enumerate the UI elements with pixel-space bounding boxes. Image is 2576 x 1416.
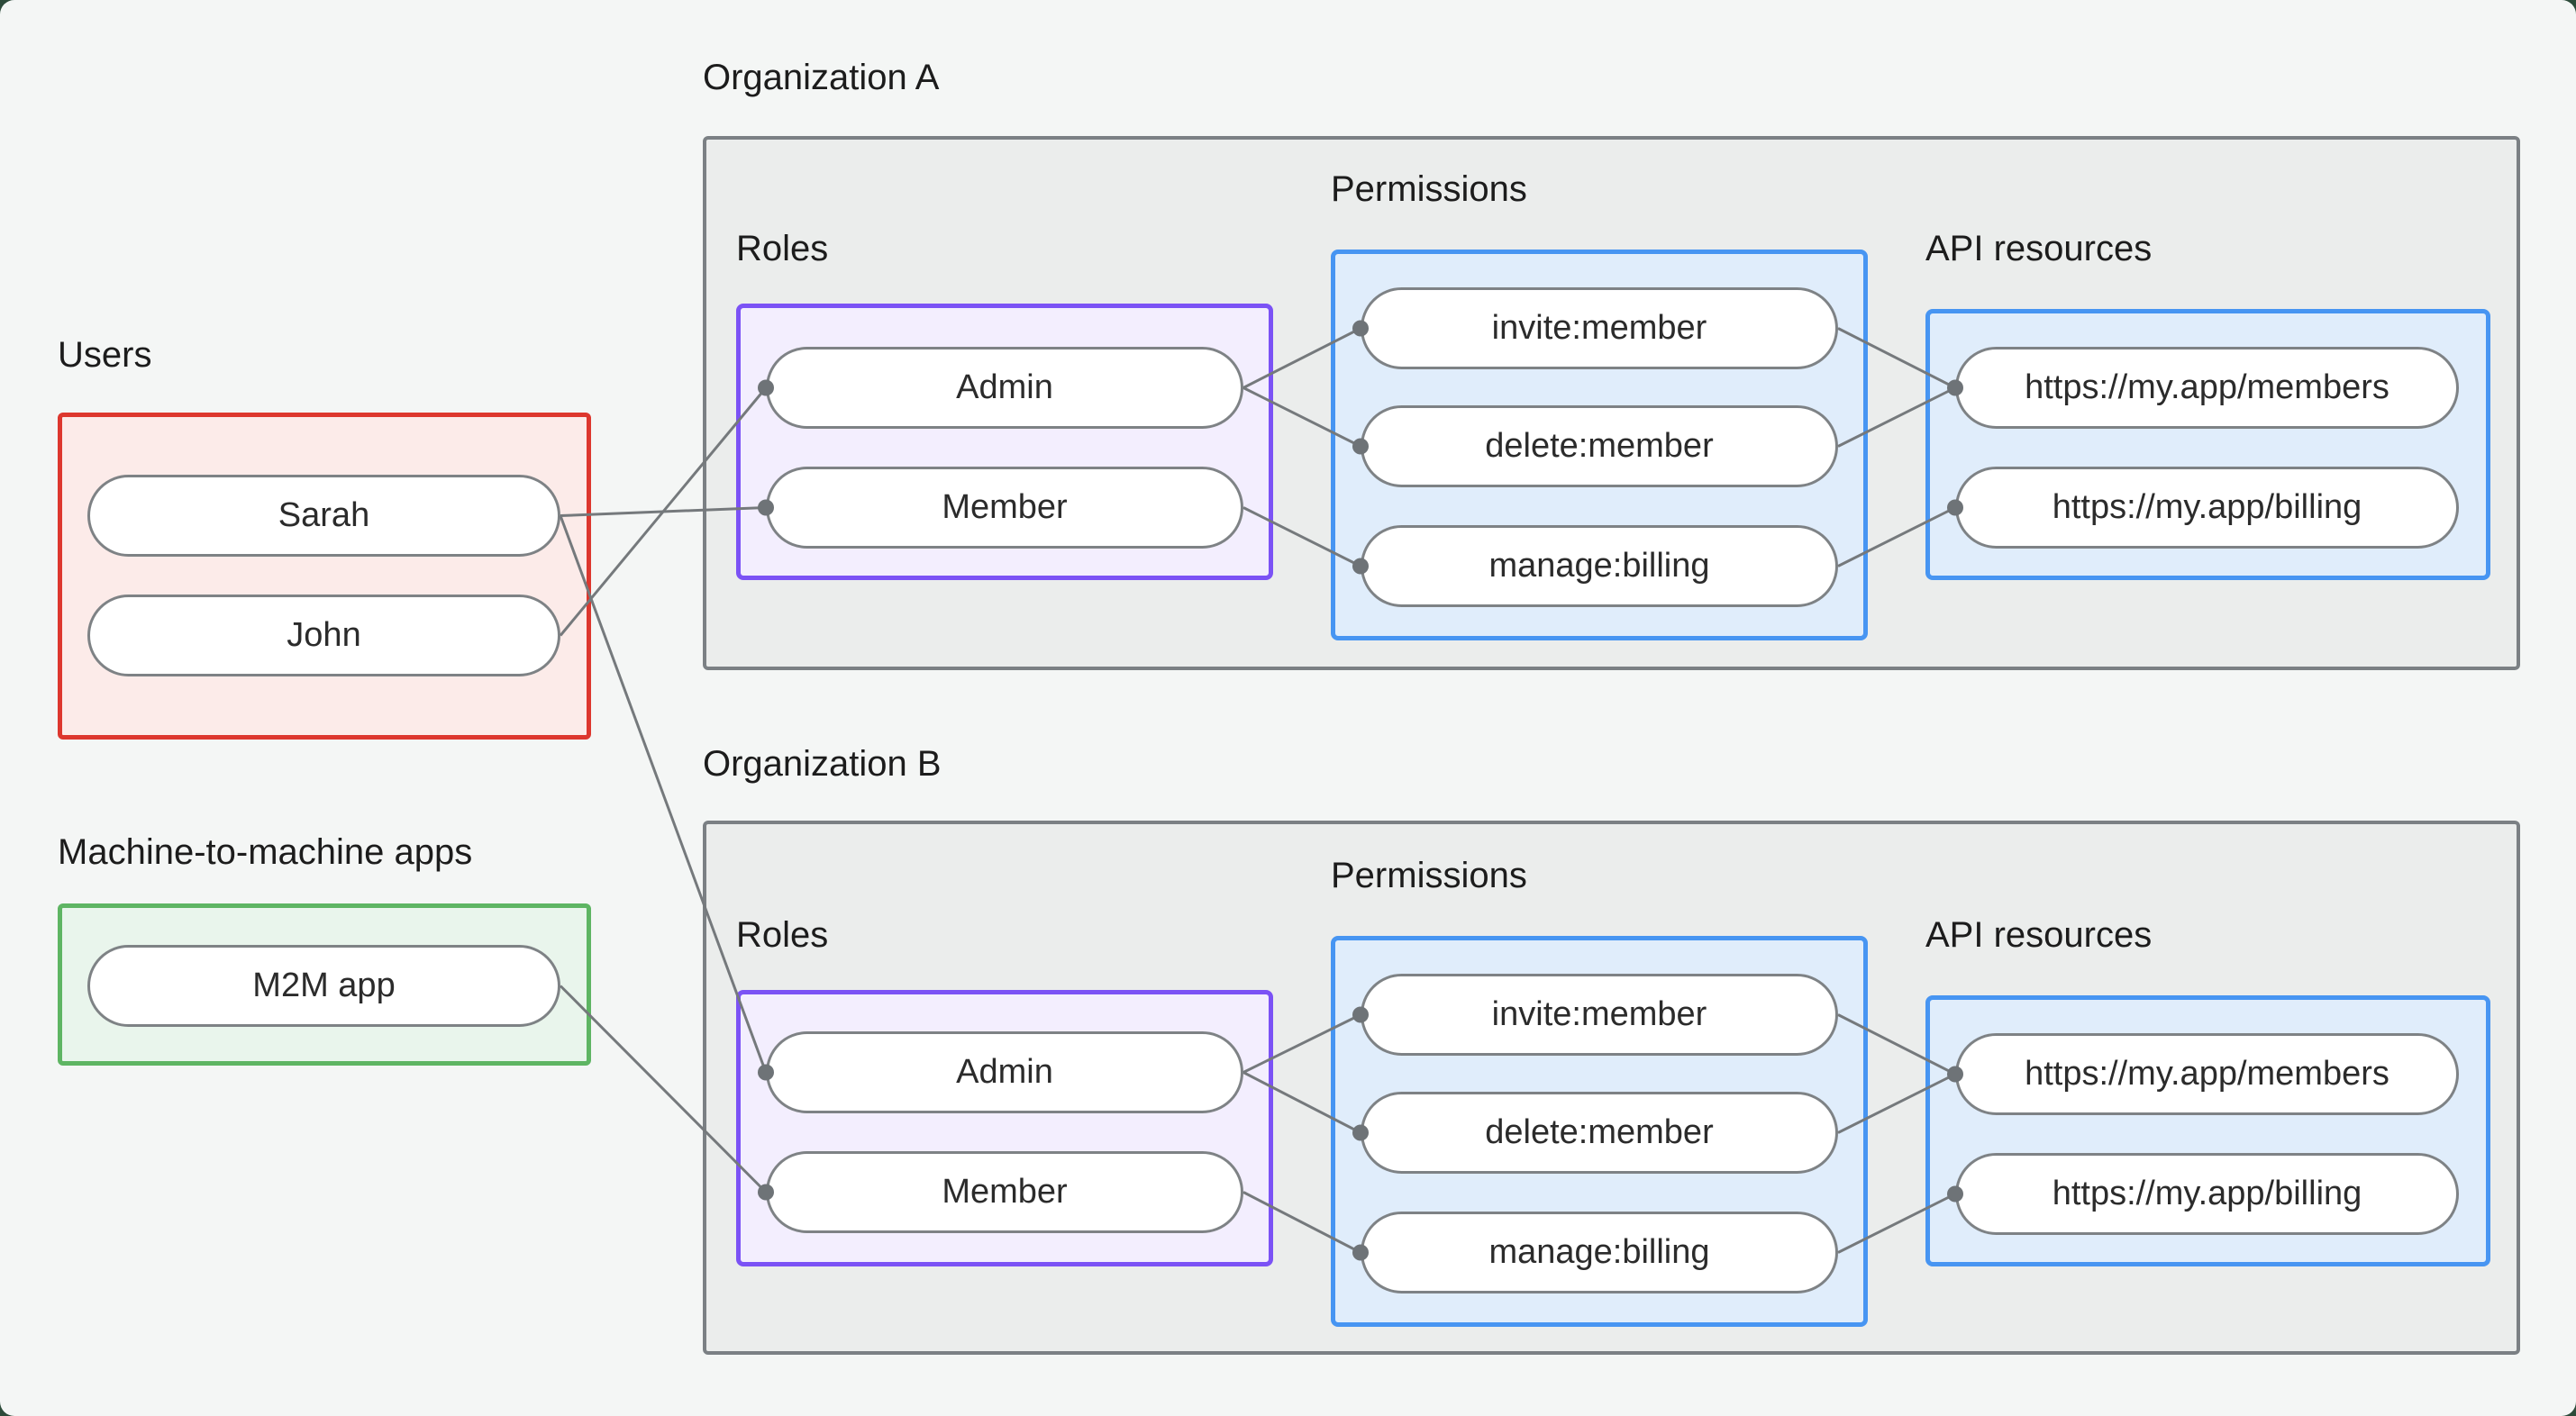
node-label: Sarah xyxy=(278,496,370,534)
node-label: manage:billing xyxy=(1488,1233,1710,1271)
node-org-b-api-billing: https://my.app/billing xyxy=(1955,1153,2459,1235)
node-org-a-api-members: https://my.app/members xyxy=(1955,347,2459,429)
node-label: M2M app xyxy=(252,967,396,1004)
node-label: invite:member xyxy=(1491,995,1707,1033)
node-org-b-permission-invite-member: invite:member xyxy=(1361,974,1838,1056)
org-b-roles-label: Roles xyxy=(736,915,829,955)
node-label: delete:member xyxy=(1485,1113,1714,1151)
node-org-b-role-admin: Admin xyxy=(766,1031,1243,1113)
node-label: John xyxy=(287,616,361,654)
org-b-api-resources-label: API resources xyxy=(1925,915,2153,955)
node-org-b-permission-manage-billing: manage:billing xyxy=(1361,1212,1838,1293)
users-group-label: Users xyxy=(58,335,152,375)
node-label: invite:member xyxy=(1491,309,1707,347)
node-org-a-permission-manage-billing: manage:billing xyxy=(1361,525,1838,607)
m2m-group-label: Machine-to-machine apps xyxy=(58,832,473,872)
node-label: Admin xyxy=(956,1053,1053,1091)
node-label: delete:member xyxy=(1485,427,1714,465)
node-user-sarah: Sarah xyxy=(87,475,560,557)
node-org-a-permission-delete-member: delete:member xyxy=(1361,405,1838,487)
node-org-a-permission-invite-member: invite:member xyxy=(1361,287,1838,369)
node-label: https://my.app/billing xyxy=(2052,1175,2362,1212)
node-label: Member xyxy=(942,1173,1068,1211)
node-org-b-permission-delete-member: delete:member xyxy=(1361,1092,1838,1174)
org-b-permissions-label: Permissions xyxy=(1331,856,1527,895)
node-label: https://my.app/billing xyxy=(2052,488,2362,526)
org-a-title: Organization A xyxy=(703,58,940,97)
org-a-roles-label: Roles xyxy=(736,229,829,268)
node-label: https://my.app/members xyxy=(2025,1055,2389,1093)
org-a-api-resources-label: API resources xyxy=(1925,229,2153,268)
node-label: Admin xyxy=(956,368,1053,406)
node-org-a-role-admin: Admin xyxy=(766,347,1243,429)
node-label: Member xyxy=(942,488,1068,526)
node-org-b-api-members: https://my.app/members xyxy=(1955,1033,2459,1115)
users-group-box xyxy=(58,413,591,740)
node-org-b-role-member: Member xyxy=(766,1151,1243,1233)
node-user-john: John xyxy=(87,595,560,676)
node-label: manage:billing xyxy=(1488,547,1710,585)
org-b-title: Organization B xyxy=(703,744,942,784)
node-label: https://my.app/members xyxy=(2025,368,2389,406)
org-a-permissions-label: Permissions xyxy=(1331,169,1527,209)
node-m2m-app: M2M app xyxy=(87,945,560,1027)
node-org-a-api-billing: https://my.app/billing xyxy=(1955,467,2459,549)
node-org-a-role-member: Member xyxy=(766,467,1243,549)
